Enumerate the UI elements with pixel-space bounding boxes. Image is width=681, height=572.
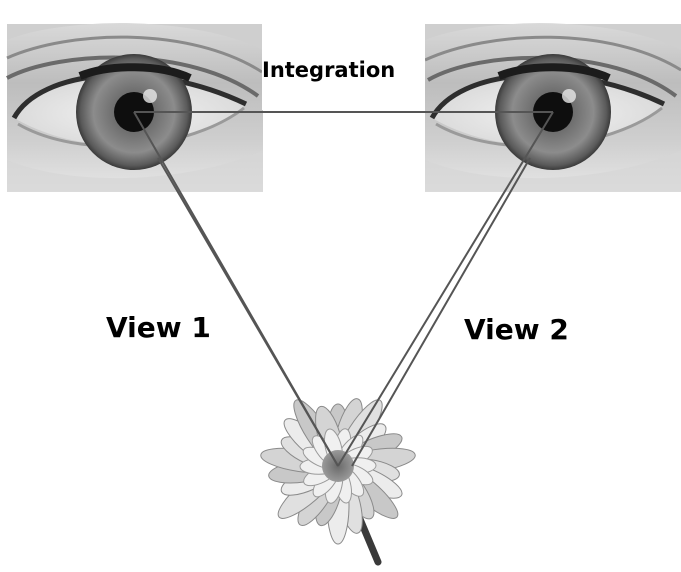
right-eye-image	[425, 23, 681, 192]
view-2-label: View 2	[464, 316, 569, 344]
integration-label: Integration	[262, 60, 395, 81]
flower-image	[259, 394, 417, 562]
left-eye-image	[7, 23, 263, 192]
view-2-line-b	[352, 158, 530, 466]
view-1-label: View 1	[106, 314, 211, 342]
